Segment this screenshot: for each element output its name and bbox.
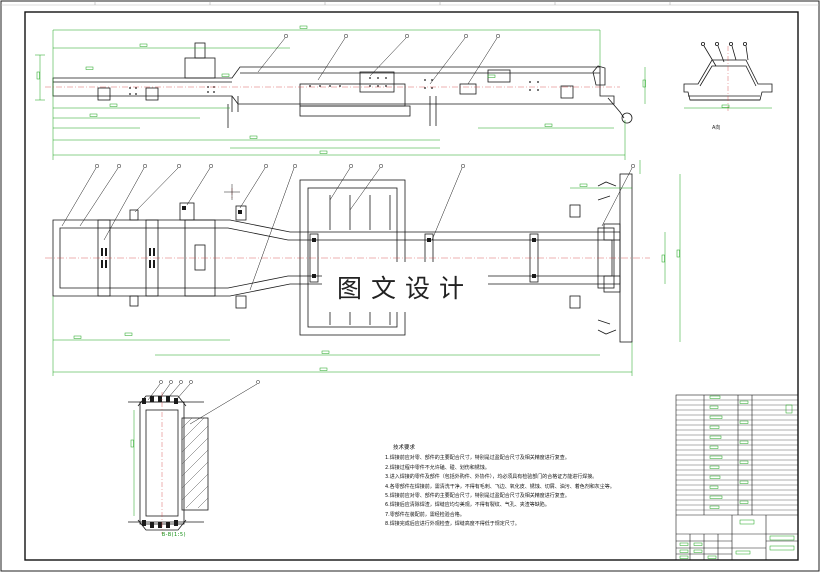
note-line: 7.零部件在装配前，需经检验合格。	[385, 511, 465, 518]
note-line: 2.焊接过程中零件不允许磕、碰、划伤和锈蚀。	[385, 464, 490, 471]
watermark-text: 图文设计	[322, 262, 488, 312]
front-elevation-leaders	[257, 33, 501, 85]
parts-list-rows	[676, 399, 798, 511]
note-line: 8.焊接完成后应进行外观检查，焊缝高度不得低于规定尺寸。	[385, 521, 520, 528]
note-line: 5.焊接前应对零、部件的主要配合尺寸，特别是过盈配合尺寸及相关精度进行复查。	[385, 493, 570, 500]
section-hatching	[181, 417, 209, 509]
end-view-a	[683, 42, 773, 101]
note-line: 1.焊接前应对零、部件的主要配合尺寸，特别是过盈配合尺寸及相关精度进行复查。	[385, 455, 570, 462]
front-elevation-dimensions	[35, 25, 646, 160]
view-label: A向	[712, 125, 721, 131]
title-block	[675, 394, 799, 561]
parts-list-green-marks	[679, 395, 795, 559]
front-elevation-view	[52, 42, 633, 128]
note-line: 4.各零部件在焊接前，需清洗干净，不得有毛刺、飞边、氧化皮、锈蚀、切屑、油污、着…	[385, 483, 615, 490]
note-line: 6.焊接后应清除焊渣，焊缝应均匀美观，不得有裂纹、气孔、夹渣等缺陷。	[385, 502, 550, 509]
technical-notes: 技术要求 1.焊接前应对零、部件的主要配合尺寸，特别是过盈配合尺寸及相关精度进行…	[385, 444, 675, 530]
section-label: B-B(1:5)	[162, 532, 187, 538]
note-line: 3.进入焊接的零件及部件（包括外购件、外协件），均必须具有检验部门的合格证方能进…	[385, 474, 598, 481]
section-b-b	[128, 395, 209, 531]
plan-view-slots	[101, 206, 536, 278]
front-elevation-holes	[129, 77, 539, 95]
drawing-frame	[24, 11, 799, 561]
plan-view-leaders	[61, 163, 636, 291]
technical-notes-title: 技术要求	[393, 445, 416, 451]
